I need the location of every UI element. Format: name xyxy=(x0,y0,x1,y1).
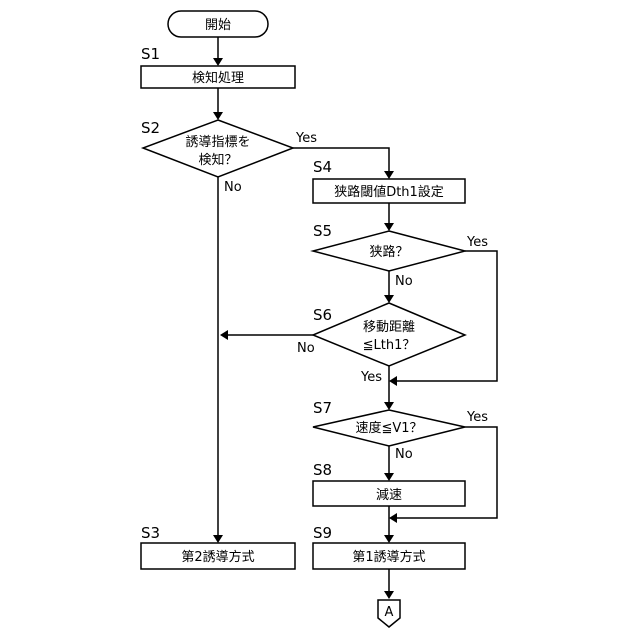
s2-no-label: No xyxy=(224,180,242,195)
arrowhead xyxy=(384,402,394,410)
arrowhead xyxy=(213,535,223,543)
process-s1: 検知処理 xyxy=(141,66,295,88)
decision-s6-line2: ≦Lth1？ xyxy=(363,338,416,353)
connector-a: A xyxy=(378,600,400,627)
process-s9-label: 第1誘導方式 xyxy=(352,549,425,565)
s5-no-label: No xyxy=(395,274,413,289)
start-terminator: 開始 xyxy=(168,11,268,37)
arrowhead xyxy=(384,535,394,543)
s2-yes-label: Yes xyxy=(295,131,317,146)
s6-no-label: No xyxy=(297,341,315,356)
edge-s2-s4 xyxy=(293,148,389,173)
step-id-s2: S2 xyxy=(141,119,160,137)
process-s1-label: 検知処理 xyxy=(192,70,244,86)
arrowhead xyxy=(213,112,223,120)
start-label: 開始 xyxy=(205,18,231,33)
s7-yes-label: Yes xyxy=(466,410,488,425)
step-id-s3: S3 xyxy=(141,524,160,542)
arrowhead xyxy=(384,473,394,481)
arrowhead xyxy=(389,376,397,386)
decision-s5-label: 狭路？ xyxy=(369,244,408,260)
step-id-s1: S1 xyxy=(141,45,160,63)
s6-yes-label: Yes xyxy=(360,370,382,385)
arrowhead xyxy=(384,171,394,179)
step-id-s8: S8 xyxy=(313,461,332,479)
decision-s2-line2: 検知？ xyxy=(198,152,237,168)
process-s4: 狭路閾値Dth1設定 xyxy=(313,179,465,203)
decision-s6: 移動距離 ≦Lth1？ xyxy=(313,303,465,366)
arrowhead xyxy=(384,223,394,231)
step-id-s9: S9 xyxy=(313,524,332,542)
arrowhead xyxy=(213,58,223,66)
process-s8-label: 減速 xyxy=(376,487,402,503)
decision-s2-line1: 誘導指標を xyxy=(185,135,250,150)
process-s8: 減速 xyxy=(313,481,465,506)
process-s3: 第2誘導方式 xyxy=(141,543,295,569)
arrowhead xyxy=(384,295,394,303)
process-s3-label: 第2誘導方式 xyxy=(181,549,254,565)
step-id-s5: S5 xyxy=(313,222,332,240)
decision-s7-label: 速度≦V1？ xyxy=(355,420,422,436)
arrowhead xyxy=(384,591,394,599)
step-id-s7: S7 xyxy=(313,399,332,417)
decision-s7: 速度≦V1？ xyxy=(313,410,465,446)
process-s4-label: 狭路閾値Dth1設定 xyxy=(334,184,444,200)
process-s9: 第1誘導方式 xyxy=(313,543,465,569)
decision-s5: 狭路？ xyxy=(313,231,465,271)
connector-a-label: A xyxy=(385,605,394,620)
step-id-s4: S4 xyxy=(313,158,332,176)
decision-s2: 誘導指標を 検知？ xyxy=(143,120,293,177)
step-id-s6: S6 xyxy=(313,306,332,324)
arrowhead xyxy=(220,330,228,340)
decision-s6-line1: 移動距離 xyxy=(363,320,415,335)
s5-yes-label: Yes xyxy=(466,235,488,250)
s7-no-label: No xyxy=(395,447,413,462)
arrowhead xyxy=(389,513,397,523)
